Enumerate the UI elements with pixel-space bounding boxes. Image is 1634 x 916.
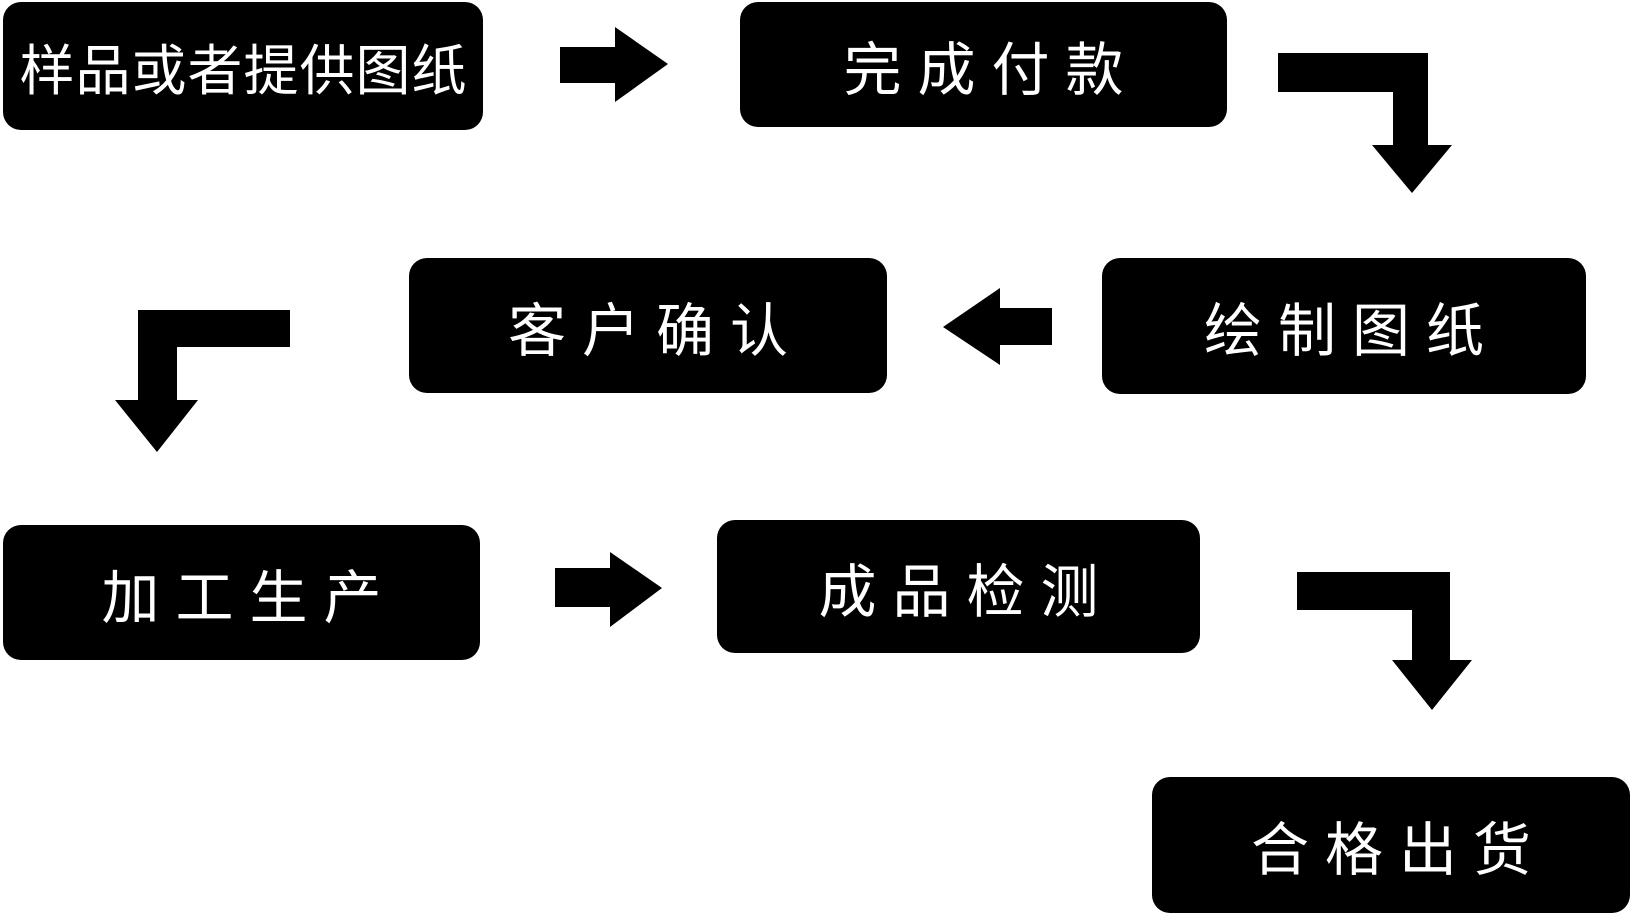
flow-node-draw-drawing: 绘制图纸 bbox=[1102, 258, 1586, 394]
arrow-right-icon bbox=[555, 552, 662, 627]
flow-node-label: 成品检测 bbox=[818, 559, 1115, 625]
flow-node-label: 合格出货 bbox=[1250, 818, 1547, 883]
arrow-right-icon bbox=[560, 27, 668, 102]
arrow-left-icon bbox=[943, 288, 1052, 365]
flow-node-label: 完成付款 bbox=[843, 37, 1140, 103]
flow-node-sample-or-provide-drawing: 样品或者提供图纸 bbox=[3, 2, 483, 130]
arrow-elbow-left-down-icon bbox=[115, 310, 290, 452]
flow-node-label: 绘制图纸 bbox=[1203, 299, 1500, 364]
flow-node-qualified-shipment: 合格出货 bbox=[1152, 777, 1630, 913]
flow-node-label: 样品或者提供图纸 bbox=[19, 40, 468, 102]
arrow-elbow-right-down-icon bbox=[1278, 53, 1452, 193]
arrow-elbow-right-down-icon bbox=[1297, 572, 1472, 710]
flow-node-processing-production: 加工生产 bbox=[3, 525, 480, 660]
flow-node-customer-confirm: 客户确认 bbox=[409, 258, 887, 393]
flow-node-label: 加工生产 bbox=[101, 565, 398, 631]
flow-node-label: 客户确认 bbox=[507, 298, 804, 364]
flow-node-product-inspection: 成品检测 bbox=[717, 520, 1200, 653]
flow-node-complete-payment: 完成付款 bbox=[740, 2, 1227, 127]
